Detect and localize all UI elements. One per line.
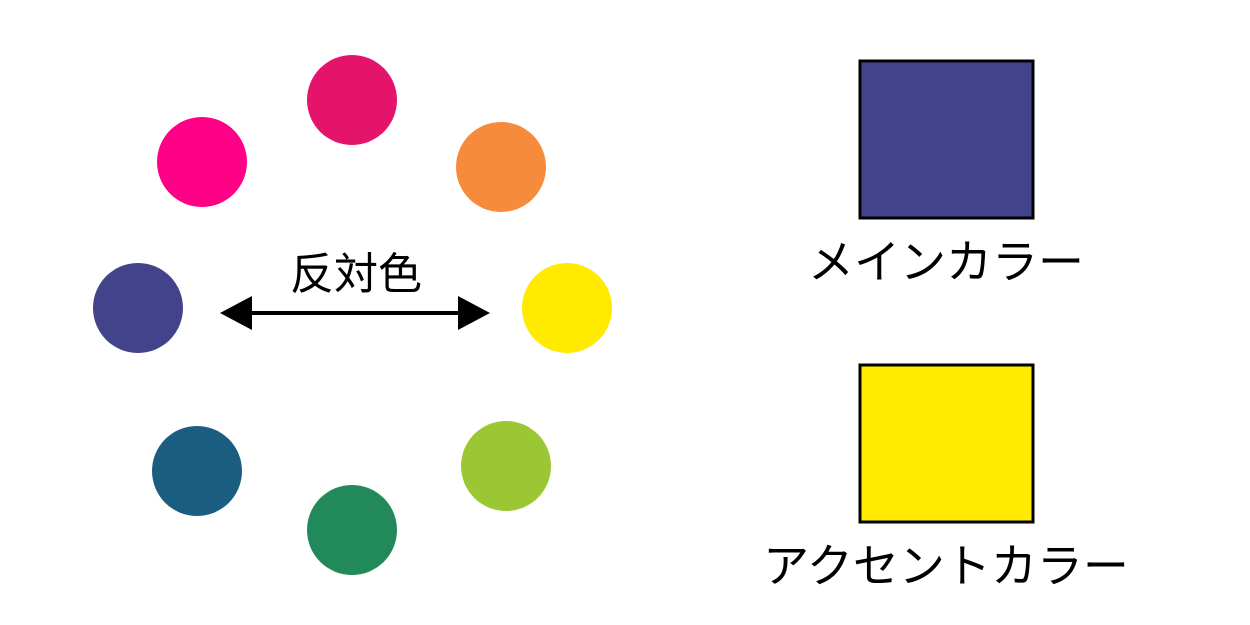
color-wheel: [93, 55, 612, 575]
accent-color-group: アクセントカラー: [763, 363, 1129, 593]
wheel-swatch-crimson: [307, 55, 397, 145]
wheel-swatch-teal-blue: [152, 426, 242, 516]
wheel-swatch-orange: [456, 122, 546, 212]
main-color-group: メインカラー: [808, 59, 1084, 289]
wheel-swatch-green: [307, 485, 397, 575]
complementary-label: 反対色: [290, 249, 422, 300]
wheel-swatch-magenta: [157, 117, 247, 207]
arrow-right-head: [458, 296, 490, 330]
accent-color-swatch: [858, 363, 1035, 524]
arrow-left-head: [220, 296, 252, 330]
main-color-label: メインカラー: [808, 235, 1084, 289]
accent-color-label: アクセントカラー: [763, 539, 1129, 593]
main-color-swatch: [858, 59, 1035, 220]
wheel-swatch-yellow: [522, 263, 612, 353]
wheel-swatch-yellow-green: [461, 421, 551, 511]
complementary-indicator: 反対色: [220, 249, 490, 330]
wheel-swatch-indigo: [93, 263, 183, 353]
